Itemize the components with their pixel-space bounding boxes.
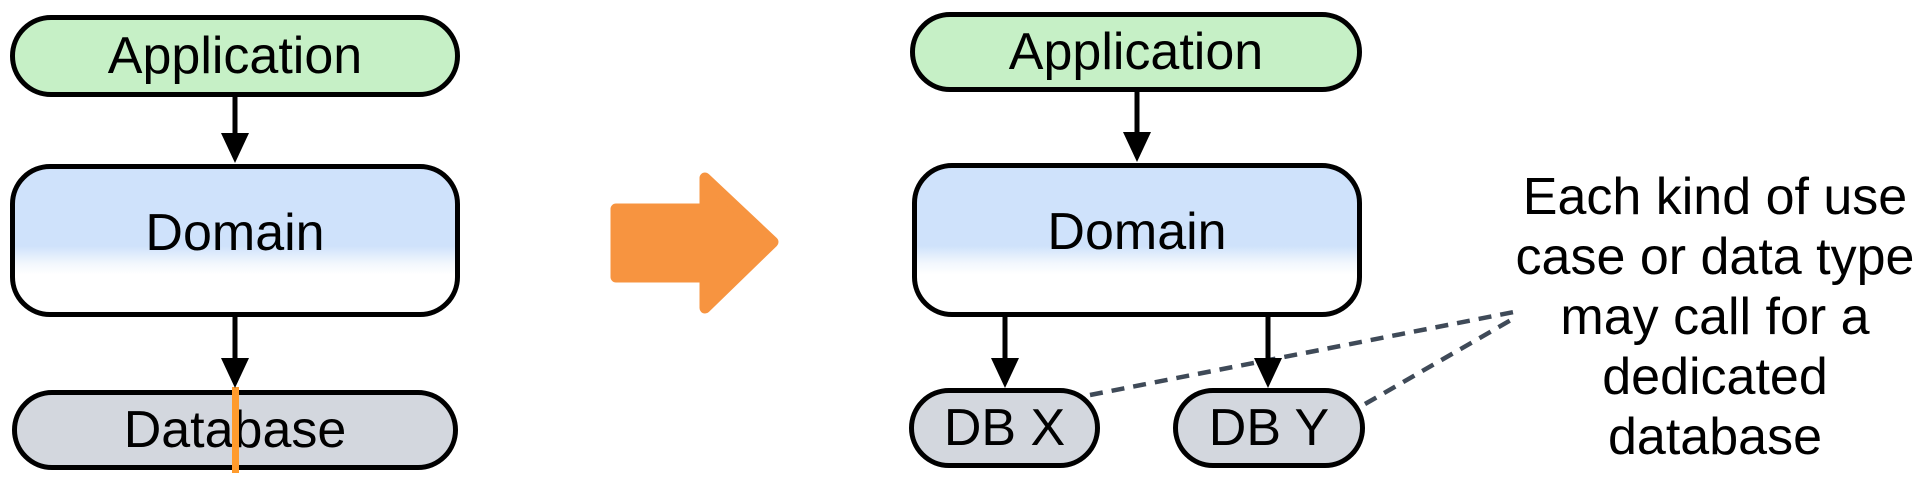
arrow-app-to-domain-after (1123, 92, 1151, 162)
callout-line-db-y (1363, 318, 1513, 406)
node-domain-before-label: Domain (145, 203, 325, 262)
node-domain-after: Domain (912, 163, 1362, 317)
node-db-x: DB X (909, 388, 1100, 468)
arrow-app-to-domain-before (221, 97, 249, 163)
annotation-line: may call for a (1560, 288, 1870, 346)
node-database-before-label: Database (123, 401, 347, 459)
annotation-line: Each kind of use (1522, 168, 1908, 226)
node-db-y-label: DB Y (1208, 399, 1330, 457)
arrow-domain-to-database-before (221, 317, 249, 388)
node-db-x-label: DB X (943, 399, 1066, 457)
annotation-line: case or data type (1515, 228, 1915, 286)
arrow-domain-to-db-y (1254, 317, 1282, 388)
node-application-after-label: Application (1008, 23, 1264, 81)
node-domain-before: Domain (10, 164, 460, 317)
node-application-before-label: Application (107, 27, 363, 85)
node-domain-after-label: Domain (1047, 203, 1227, 261)
annotation-text: Each kind of use case or data type may c… (1505, 167, 1925, 467)
node-application-after: Application (910, 12, 1362, 92)
transform-arrow-icon (610, 172, 779, 314)
node-application-before: Application (10, 15, 460, 97)
annotation-line: database (1608, 408, 1822, 466)
annotation-line: dedicated (1602, 348, 1828, 406)
arrow-domain-to-db-x (991, 317, 1019, 388)
callout-line-db-x (1089, 309, 1515, 398)
node-db-y: DB Y (1173, 388, 1365, 468)
node-database-before: Database (12, 390, 458, 470)
